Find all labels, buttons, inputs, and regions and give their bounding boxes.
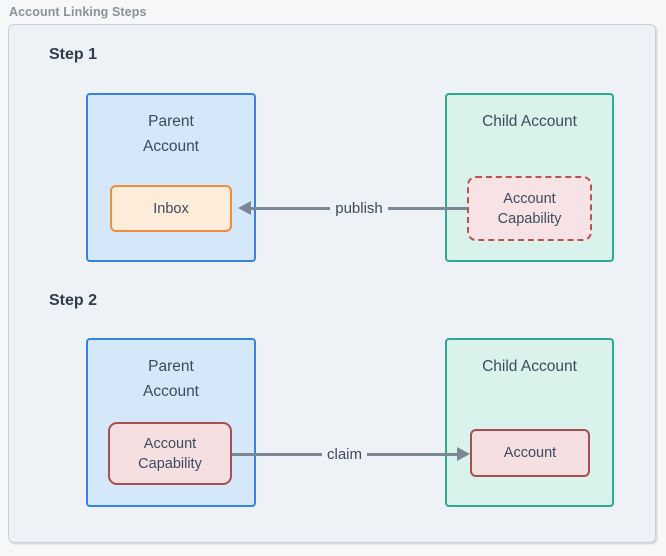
account-capability-dashed-box: Account Capability (467, 176, 592, 241)
inbox-label: Inbox (153, 200, 189, 217)
publish-arrow-label: publish (335, 199, 383, 217)
account-capability-solid-box: Account Capability (108, 422, 232, 485)
step-1-label: Step 1 (49, 46, 98, 63)
step-1-child-account-box: Child Account Account Capability (445, 93, 614, 262)
arrow-line (387, 206, 468, 210)
parent-account-title: Parent Account (142, 113, 199, 155)
diagram-canvas: Step 1 Parent Account Inbox Child Accoun… (8, 24, 656, 543)
figure-title: Account Linking Steps (9, 5, 147, 19)
arrowhead-right-icon (457, 447, 471, 461)
account-capability-label: Account Capability (138, 435, 202, 472)
child-account-title: Child Account (482, 358, 577, 375)
child-account-title: Child Account (482, 113, 577, 130)
arrow-line (367, 452, 458, 456)
claim-arrow: claim (232, 445, 471, 463)
step-2-parent-account-box: Parent Account Account Capability (86, 338, 256, 507)
arrow-line (251, 206, 331, 210)
step-1-parent-account-box: Parent Account Inbox (86, 93, 256, 262)
publish-arrow: publish (238, 199, 468, 217)
parent-account-title: Parent Account (142, 358, 199, 400)
account-capability-label: Account Capability (497, 190, 562, 227)
step-2-label: Step 2 (49, 292, 98, 309)
claim-arrow-label: claim (327, 445, 363, 463)
account-label: Account (503, 445, 557, 461)
account-box: Account (470, 429, 590, 477)
inbox-box: Inbox (110, 185, 232, 232)
arrowhead-left-icon (238, 201, 251, 215)
arrow-line (232, 452, 322, 456)
step-2-child-account-box: Child Account Account (445, 338, 614, 507)
